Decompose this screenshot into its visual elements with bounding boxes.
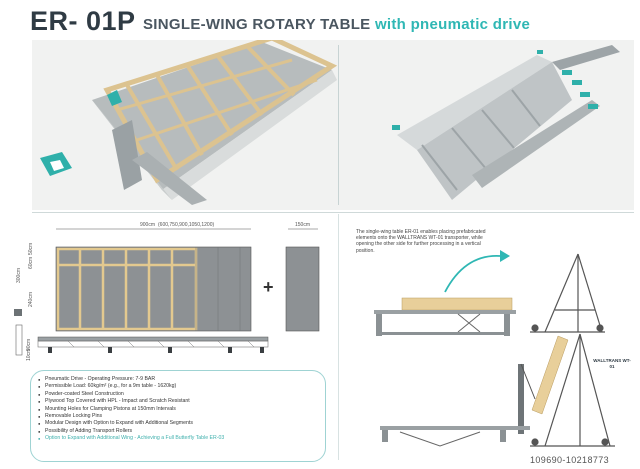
end-view-piston: [14, 309, 22, 316]
spec-item: Permissible Load: 60kg/m² (e.g., for a 9…: [38, 383, 318, 391]
spec-item: Modular Design with Option to Expand wit…: [38, 420, 318, 428]
table-plan: [55, 246, 252, 332]
plus-icon: +: [263, 277, 274, 297]
dim-height-total: 300cm: [16, 268, 22, 283]
render-illustrations: [40, 40, 620, 205]
spec-item: Plywood Top Covered with HPL - Impact an…: [38, 398, 318, 406]
hero-divider: [338, 45, 339, 205]
technical-drawing: 900cm (600,750,900,1050,1200) 150cm 300c…: [14, 222, 320, 361]
title-accent: with pneumatic drive: [374, 16, 531, 33]
reference-number: 109690-10218773: [530, 455, 610, 465]
dim-side-b: 10cm: [26, 349, 32, 361]
product-code: ER- 01P: [30, 6, 136, 36]
spec-item-highlight: Option to Expand with Additional Wing - …: [38, 435, 318, 443]
segment-lines: [195, 247, 241, 331]
dim-height-a: 50cm: [28, 243, 34, 255]
side-feet: [48, 347, 264, 353]
walltrans-label: WALLTRANS WT-01: [593, 358, 631, 369]
table-side-view: [37, 336, 269, 342]
dim-segment: 150cm: [295, 222, 310, 228]
operation-illustration: [374, 250, 615, 447]
end-view: [15, 324, 23, 356]
hero-renders: [32, 40, 634, 210]
title-text: SINGLE-WING ROTARY TABLE: [143, 16, 371, 33]
spec-item: Powder-coated Steel Construction: [38, 391, 318, 399]
spec-item: Removable Locking Pins: [38, 413, 318, 421]
table-vertical: [380, 335, 569, 447]
dim-side-a: 90cm: [26, 339, 32, 351]
page-title: SINGLE-WING ROTARY TABLE with pneumatic …: [143, 16, 530, 33]
section-separator: [32, 212, 634, 213]
walltrans-bottom: [530, 333, 615, 447]
render-wood-frame-table: [40, 40, 338, 205]
description: The single-wing table ER-01 enables plac…: [356, 229, 486, 254]
wood-frame-plan: [56, 247, 198, 331]
dim-options: (600,750,900,1050,1200): [158, 222, 214, 228]
additional-segment: [285, 246, 320, 332]
table-horizontal: [374, 297, 516, 336]
column-separator: [338, 214, 339, 460]
rotation-arrow: [444, 255, 501, 293]
spec-item: Mounting Holes for Clamping Pistons at 1…: [38, 406, 318, 414]
arrow-head-icon: [500, 250, 510, 262]
side-truss: [67, 340, 255, 348]
dim-height-b: 60cm: [28, 257, 34, 269]
specs-list: Pneumatic Drive - Operating Pressure: 7-…: [38, 376, 318, 443]
dim-height-c: 240cm: [28, 292, 34, 307]
spec-item: Pneumatic Drive - Operating Pressure: 7-…: [38, 376, 318, 384]
dim-total: 900cm: [140, 222, 155, 228]
render-steel-table: [392, 45, 620, 200]
spec-item: Possibility of Adding Transport Rollers: [38, 428, 318, 436]
walltrans-top: [530, 253, 605, 333]
